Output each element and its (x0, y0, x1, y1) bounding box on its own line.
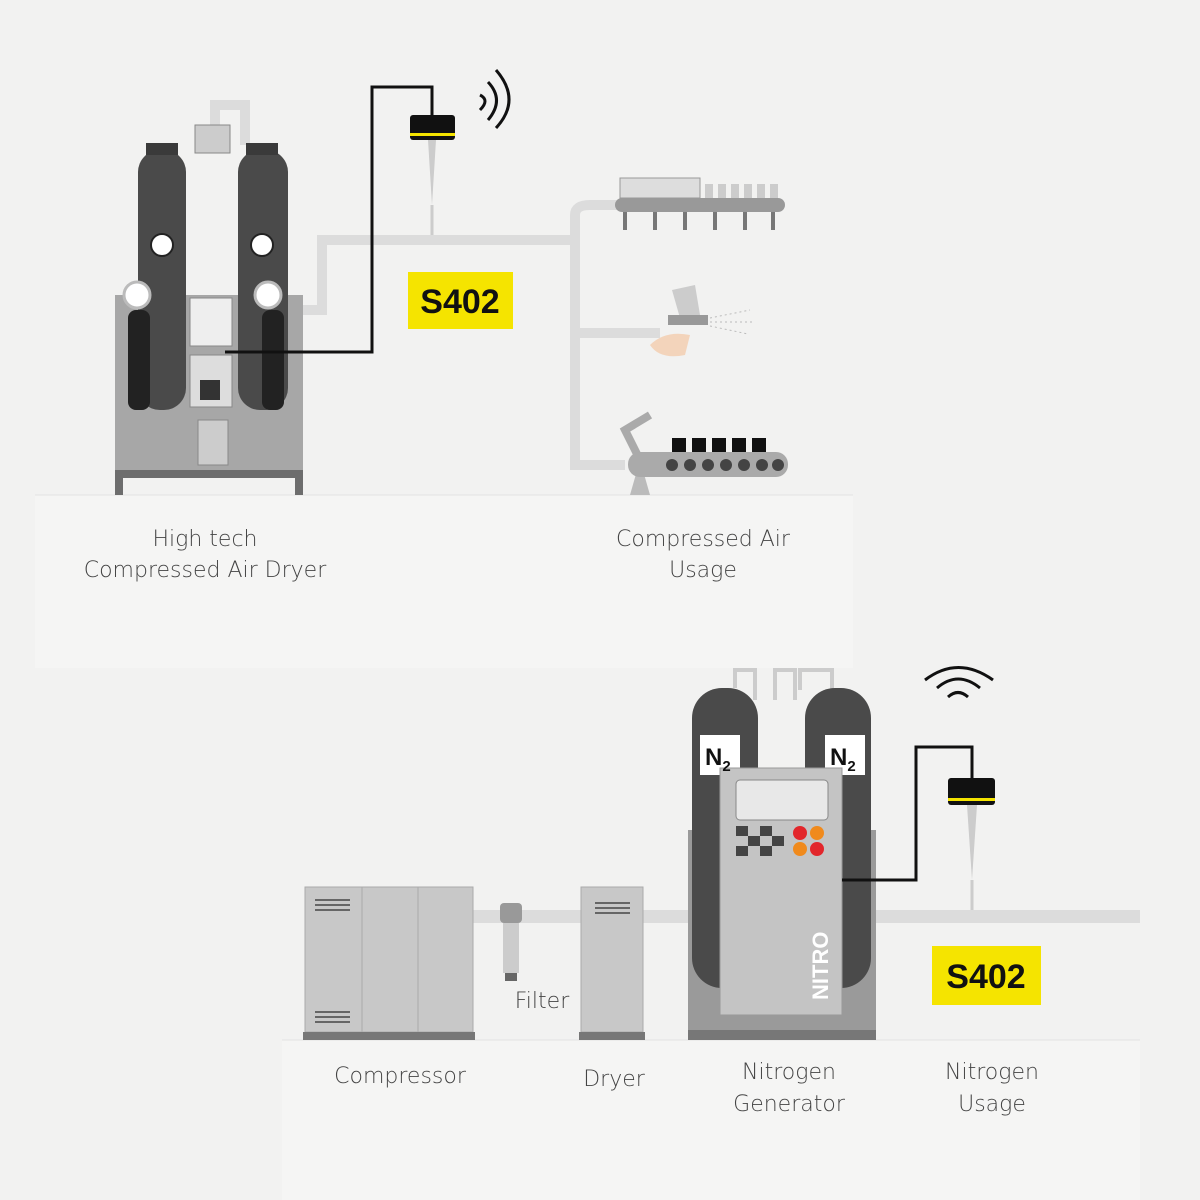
conveyor-icon (615, 177, 785, 230)
tank-label-left: N2 (705, 744, 731, 775)
dryer-label-line2: Compressed Air Dryer (84, 558, 327, 583)
spray-gun-icon (650, 285, 752, 357)
dryer-label: Dryer (583, 1067, 646, 1092)
sensor-tag-bottom: S402 (932, 946, 1041, 1005)
generator-brand: NITRO (808, 932, 833, 1000)
s402-sensor[interactable] (410, 115, 455, 235)
dryer (579, 886, 645, 1040)
generator-label-line1: Nitrogen (742, 1060, 836, 1085)
compressed-air-dryer (115, 124, 303, 495)
sensor-cable (225, 85, 434, 354)
wireless-signal-icon (478, 69, 511, 130)
compressor-label: Compressor (334, 1064, 467, 1089)
usage-label-line1: Compressed Air (616, 527, 791, 552)
tank-label-right: N2 (830, 744, 856, 775)
bottom-panel (282, 1040, 1140, 1200)
nitrogen-usage-label-line1: Nitrogen (945, 1060, 1039, 1085)
robot-arm-icon (619, 411, 788, 495)
dryer-label-line1: High tech (153, 527, 258, 552)
usage-label-line2: Usage (669, 558, 737, 583)
filter-label: Filter (515, 989, 570, 1014)
s402-sensor-bottom[interactable] (948, 778, 995, 910)
compressor (303, 886, 475, 1040)
sensor-tag-text: S402 (420, 283, 499, 321)
top-panel (35, 495, 853, 668)
sensor-cable-bottom (842, 745, 974, 882)
sensor-tag-top: S402 (408, 272, 513, 329)
wireless-signal-icon (924, 666, 994, 699)
generator-label-line2: Generator (733, 1092, 846, 1117)
sensor-tag-text: S402 (946, 958, 1025, 996)
nitrogen-usage-label-line2: Usage (958, 1092, 1026, 1117)
nitrogen-generator: N2 N2 NITRO (688, 668, 876, 1040)
filter (500, 903, 522, 981)
